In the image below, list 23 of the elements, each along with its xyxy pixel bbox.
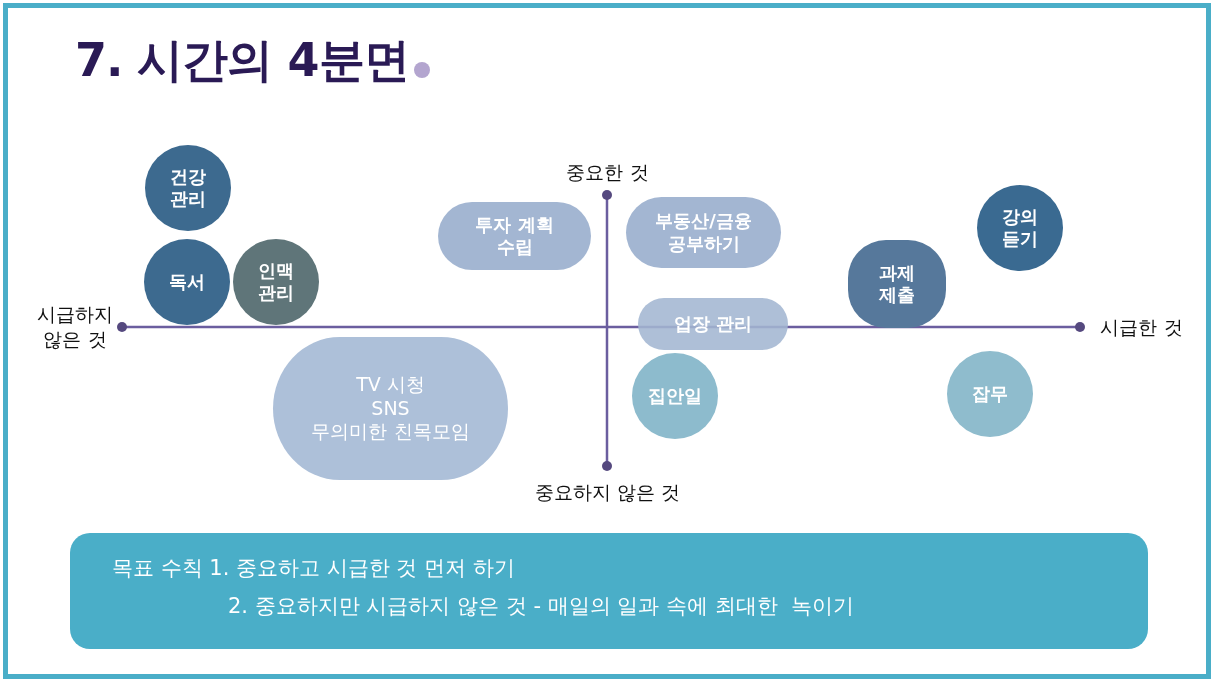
axis-label: 시급하지 않은 것 (36, 302, 114, 352)
task-label: 독서 (168, 270, 206, 294)
task-label: TV 시청 (355, 372, 426, 397)
task-pill (638, 298, 788, 350)
axis-label: 중요하지 않은 것 (533, 480, 682, 505)
task-label: 부동산/금융 공부하기 (654, 210, 753, 255)
goal-rule-text: 목표 수칙 1. 중요하고 시급한 것 먼저 하기 (112, 555, 515, 582)
task-label: 투자 계획 수립 (474, 213, 555, 259)
task-label: 과제 제출 (878, 261, 916, 307)
task-label: 건강 관리 (169, 165, 207, 211)
task-label: 집안일 (647, 384, 703, 408)
slide-title: 7. 시간의 4분면 (75, 34, 409, 87)
goal-rule-text: 2. 중요하지만 시급하지 않은 것 - 매일의 일과 속에 최대한 녹이기 (228, 593, 855, 620)
task-label: 업장 관리 (672, 312, 754, 336)
task-label: 강의 듣기 (1001, 205, 1039, 251)
goal-banner (70, 533, 1148, 649)
task-rounded-box (848, 240, 946, 328)
task-label: 인맥 관리 (257, 259, 295, 305)
axis-label: 중요한 것 (565, 160, 650, 185)
axis-label: 시급한 것 (1099, 315, 1184, 340)
task-label: 잡무 (971, 382, 1009, 406)
task-label: SNS (370, 396, 411, 421)
task-label: 무의미한 친목모임 (310, 420, 471, 445)
